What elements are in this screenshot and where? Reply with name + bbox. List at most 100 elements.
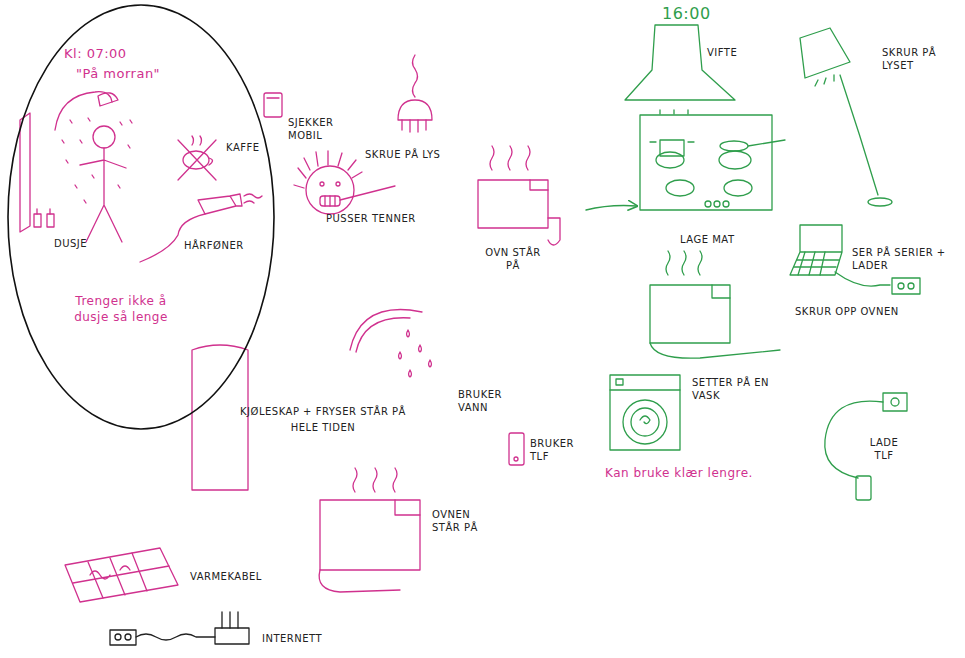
- washing-machine-stroke: [623, 400, 667, 444]
- activity-label: OVN STÅR PÅ: [482, 246, 544, 272]
- stove-drawing-stroke: [719, 151, 751, 169]
- shower-drawing-stroke: [34, 214, 41, 227]
- floor-lamp-stroke: [815, 75, 878, 195]
- oven-drawing-stroke: [478, 180, 548, 228]
- activity-label: OVNEN STÅR PÅ: [432, 508, 494, 534]
- washing-machine-stroke: [616, 379, 623, 385]
- oven-drawing-stroke: [319, 570, 400, 592]
- oven-drawing-stroke: [395, 500, 420, 515]
- stove-drawing-stroke: [720, 141, 748, 151]
- lamp-drawing-stroke: [398, 100, 432, 120]
- activity-label: SETTER PÅ EN VASK: [692, 376, 792, 402]
- hood-drawing-stroke: [625, 25, 735, 100]
- activity-label: LADE TLF: [862, 436, 906, 462]
- node-text: DUSJE: [54, 237, 114, 251]
- charger-drawing: [825, 393, 907, 500]
- shower-drawing-stroke: [98, 93, 118, 106]
- phone-drawing: [264, 93, 282, 117]
- hairdryer-drawing: [140, 194, 262, 262]
- phone-drawing-stroke: [264, 93, 282, 117]
- toothbrush-face: [294, 151, 395, 214]
- toothbrush-face-stroke: [325, 186, 395, 206]
- stove-drawing-stroke: [666, 180, 694, 196]
- laptop-drawing-stroke: [892, 278, 920, 294]
- washing-machine-stroke: [610, 389, 680, 390]
- morning-ellipse: Kl: 07:00"På morran"DUSJEKAFFEHÅRFØNERTr…: [6, 3, 276, 431]
- flow-arrow: [586, 206, 637, 211]
- node-text: Kl: 07:00: [64, 45, 184, 62]
- hood-drawing-stroke: [660, 110, 688, 114]
- oven-drawing-stroke: [548, 218, 560, 245]
- charger-drawing-stroke: [856, 476, 871, 500]
- router-drawing-stroke: [136, 634, 215, 640]
- toothbrush-face-stroke: [294, 151, 362, 188]
- oven-drawing-stroke: [666, 251, 702, 275]
- tap-drawing: [350, 310, 432, 378]
- oven-drawing-stroke: [650, 285, 730, 343]
- shower-drawing-stroke: [20, 113, 30, 232]
- washing-machine-stroke: [640, 416, 650, 424]
- floor-lamp-stroke: [800, 28, 850, 78]
- floor-lamp: [800, 28, 892, 206]
- activity-label: SER PÅ SERIER + LADER: [852, 246, 962, 272]
- activity-label: PUSSER TENNER: [326, 212, 446, 225]
- oven-drawing-stroke: [353, 468, 397, 492]
- coffee-crossed-stroke: [183, 151, 209, 169]
- oven-drawing: [478, 146, 560, 245]
- stove-drawing-stroke: [724, 180, 752, 196]
- stove-drawing-stroke: [650, 140, 694, 156]
- floor-lamp-stroke: [868, 198, 892, 206]
- oven-drawing: [319, 468, 420, 592]
- phone-drawing-stroke: [509, 433, 524, 465]
- tap-drawing-stroke: [356, 318, 410, 352]
- coffee-crossed-stroke: [178, 140, 216, 180]
- hairdryer-drawing-stroke: [198, 194, 242, 214]
- stove-drawing-stroke: [640, 115, 772, 210]
- activity-label: BRUKER VANN: [458, 388, 520, 414]
- lamp-drawing-stroke: [402, 120, 426, 132]
- shower-drawing-stroke: [62, 118, 132, 203]
- laptop-drawing-stroke: [898, 283, 904, 289]
- activity-label: 16:00: [662, 4, 732, 23]
- shower-drawing-stroke: [47, 214, 54, 227]
- node-text: HÅRFØNER: [184, 239, 264, 253]
- lamp-drawing: [398, 55, 432, 132]
- fridge-drawing: [192, 345, 248, 490]
- activity-label: INTERNETT: [262, 632, 362, 645]
- heating-cable: [65, 548, 178, 602]
- phone-drawing-stroke: [267, 97, 279, 98]
- router-drawing-stroke: [110, 630, 136, 645]
- oven-drawing-stroke: [490, 146, 530, 170]
- oven-drawing-stroke: [712, 285, 730, 298]
- oven-drawing: [650, 251, 780, 358]
- hood-drawing: [625, 25, 735, 114]
- washing-machine: [610, 375, 680, 450]
- router-drawing-stroke: [215, 628, 249, 644]
- oven-drawing-stroke: [530, 180, 548, 190]
- hairdryer-drawing-stroke: [140, 214, 205, 262]
- toothbrush-face-stroke: [320, 182, 324, 186]
- oven-drawing-stroke: [320, 500, 420, 570]
- toothbrush-face-stroke: [306, 166, 354, 214]
- activity-label: VIFTE: [707, 46, 767, 59]
- tap-drawing-stroke: [399, 330, 432, 377]
- router-drawing: [110, 612, 249, 645]
- stove-drawing-stroke: [714, 201, 720, 207]
- node-text: KAFFE: [226, 141, 274, 155]
- node-text: "På morran": [76, 65, 196, 82]
- charger-drawing-stroke: [883, 393, 907, 411]
- lamp-drawing-stroke: [413, 55, 418, 97]
- laptop-drawing-stroke: [908, 283, 914, 289]
- activity-label: SKRUE PÅ LYS: [365, 148, 485, 161]
- shower-drawing-stroke: [80, 148, 126, 242]
- activity-label: Kan bruke klær lengre.: [605, 466, 805, 481]
- charger-drawing-stroke: [891, 398, 899, 406]
- activity-label: LAGE MAT: [680, 233, 770, 246]
- heating-cable-stroke: [73, 553, 169, 598]
- shower-drawing-stroke: [55, 92, 112, 130]
- coffee-crossed: [178, 136, 216, 180]
- oven-drawing-stroke: [650, 343, 780, 358]
- coffee-crossed-stroke: [192, 136, 213, 165]
